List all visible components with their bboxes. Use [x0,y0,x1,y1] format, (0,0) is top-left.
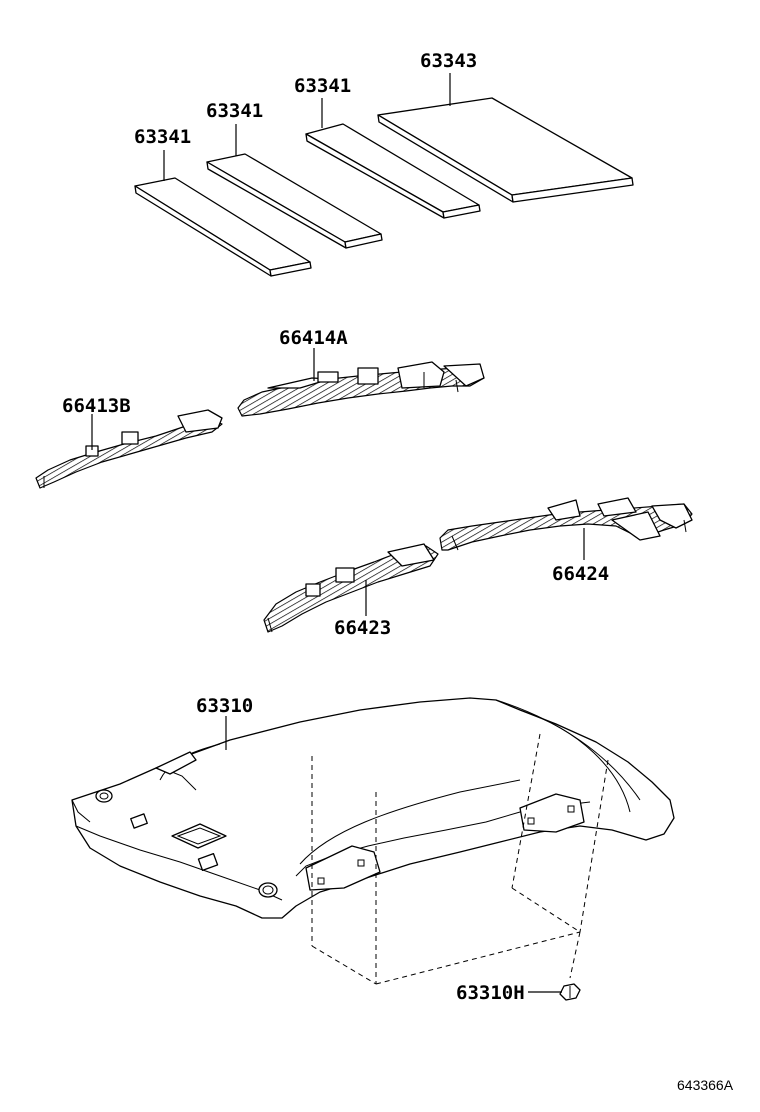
retainer-66423 [263,543,439,633]
reference-code: 643366A [677,1077,734,1093]
pad-63343 [377,97,634,203]
pad-63341-left [134,177,312,277]
label-63341-left: 63341 [134,126,191,148]
label-63310: 63310 [196,695,253,717]
retainer-66424 [439,497,693,551]
label-63343: 63343 [420,50,477,72]
projection-lines [311,733,609,985]
label-63310H: 63310H [456,982,525,1004]
label-66424: 66424 [552,563,609,585]
retainer-66414A [237,361,485,417]
label-63341-right: 63341 [294,75,351,97]
label-66413B: 66413B [62,395,131,417]
retainer-66413B [35,409,223,489]
headlining-63310 [71,697,675,919]
label-66423: 66423 [334,617,391,639]
pad-63341-middle [206,153,383,249]
clip-63310H [559,983,581,1001]
label-63341-middle: 63341 [206,100,263,122]
pad-63341-right [305,123,481,219]
label-66414A: 66414A [279,327,348,349]
